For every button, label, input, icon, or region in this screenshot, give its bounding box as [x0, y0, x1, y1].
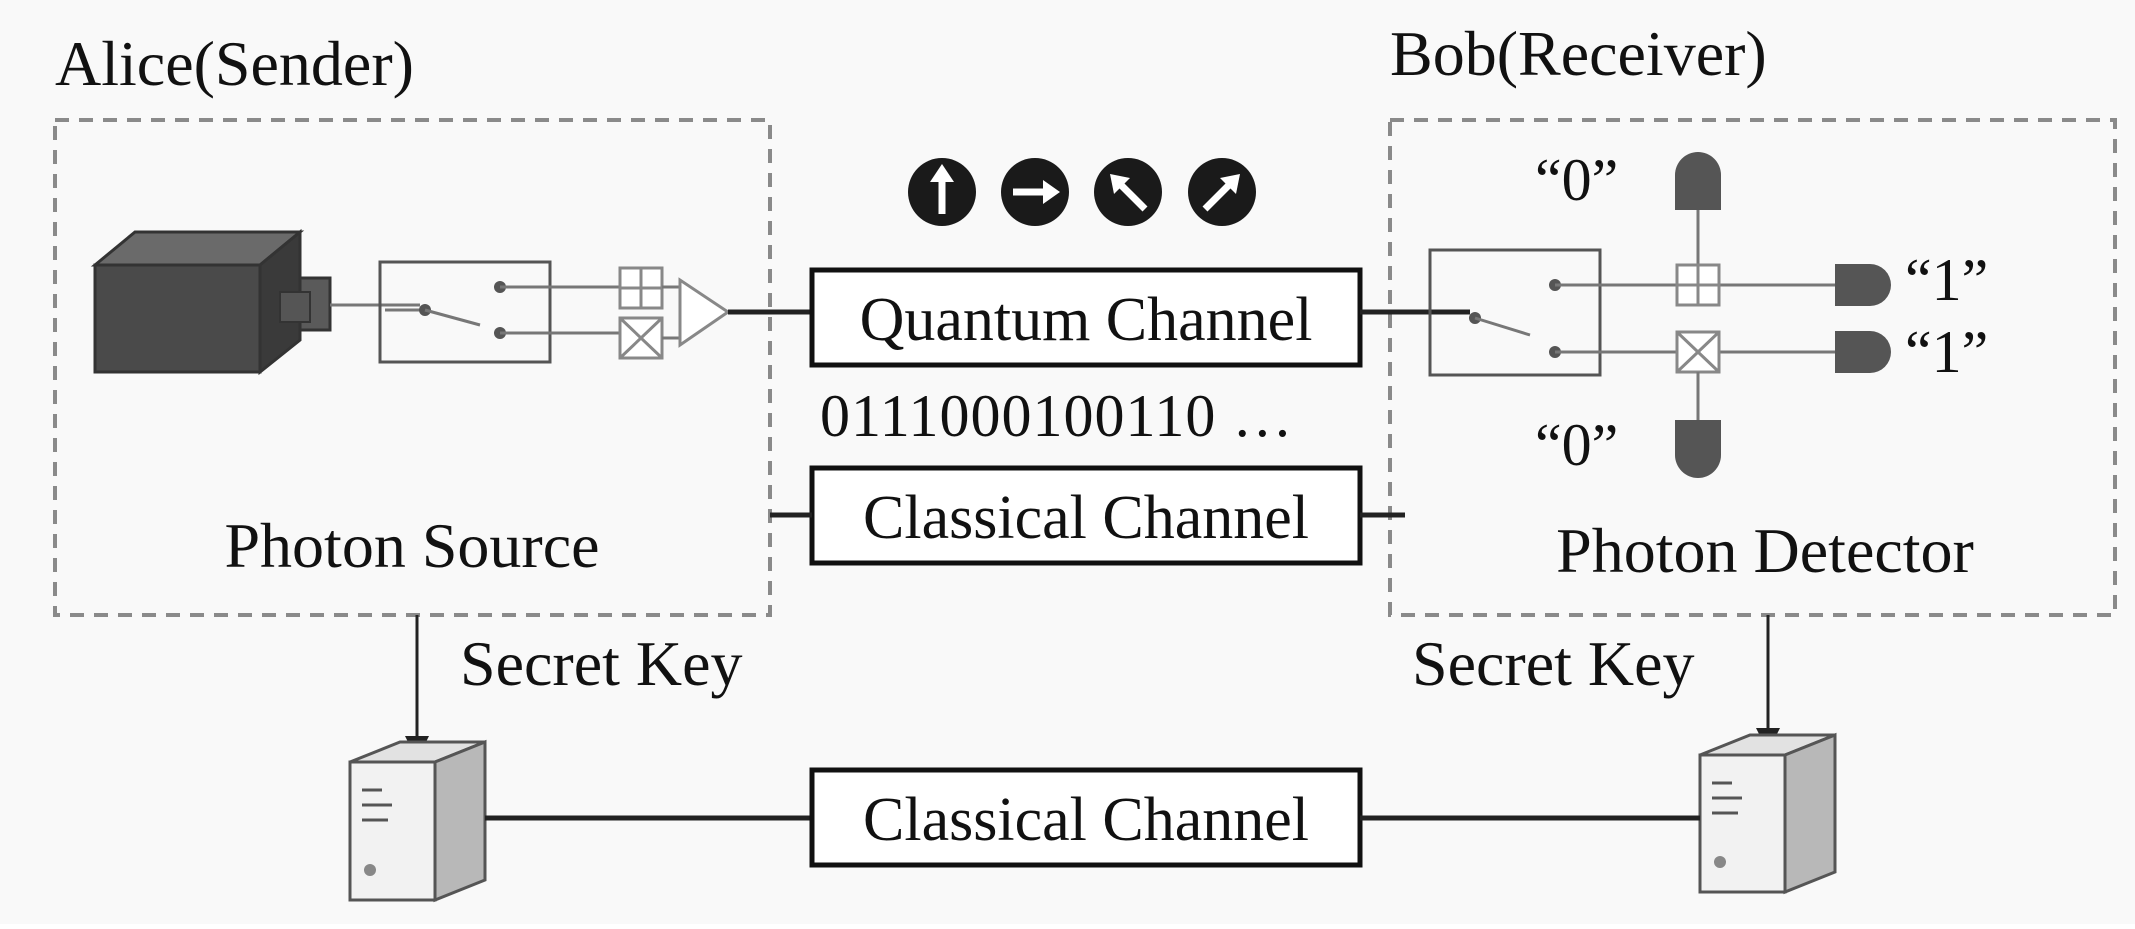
classical-channel-box-top — [809, 465, 1363, 566]
alice-enclosure — [53, 118, 772, 617]
classical-channel-label-bottom: Classical Channel — [863, 786, 1309, 854]
bob-rectilinear-polarizer-icon — [1675, 210, 1721, 307]
arrow-up-icon — [908, 158, 976, 226]
bit-string: 0111000100110 … — [820, 383, 1293, 449]
quantum-channel-label: Quantum Channel — [860, 286, 1313, 354]
detector-right-upper-icon — [1835, 264, 1891, 306]
quantum-channel-box — [809, 267, 1363, 368]
alice-switch-icon — [378, 260, 620, 364]
alice-beam-combiner-icon — [662, 277, 731, 348]
bob-title: Bob(Receiver) — [1390, 18, 1767, 89]
detector-output-right-lower: “1” — [1905, 319, 1988, 385]
arrow-diagonal-ur-icon — [1188, 158, 1256, 226]
laser-source-icon — [90, 228, 332, 376]
alice-diagonal-polarizer-icon — [618, 316, 664, 360]
bob-server-icon — [1698, 732, 1837, 895]
bob-diagonal-polarizer-icon — [1675, 330, 1721, 420]
detector-output-right-upper: “1” — [1905, 247, 1988, 313]
alice-server-icon — [348, 739, 487, 903]
alice-secret-key-label: Secret Key — [460, 628, 743, 699]
bob-switch-icon — [1428, 248, 1835, 377]
arrow-right-icon — [1001, 158, 1069, 226]
alice-rectilinear-polarizer-icon — [618, 266, 664, 310]
detector-top-icon — [1675, 152, 1721, 210]
bob-secret-key-arrow — [1756, 615, 1780, 752]
detector-output-top: “0” — [1535, 147, 1618, 213]
detector-output-bottom: “0” — [1535, 412, 1618, 478]
alice-title: Alice(Sender) — [55, 28, 414, 99]
bob-secret-key-label: Secret Key — [1412, 628, 1695, 699]
arrow-diagonal-ul-icon — [1094, 158, 1162, 226]
alice-secret-key-arrow — [405, 615, 429, 760]
detector-right-lower-icon — [1835, 331, 1891, 373]
bob-enclosure — [1388, 118, 2117, 617]
photon-detector-label: Photon Detector — [1556, 515, 1974, 586]
classical-channel-label-top: Classical Channel — [863, 484, 1309, 552]
detector-bottom-icon — [1675, 420, 1721, 478]
photon-source-label: Photon Source — [224, 510, 599, 581]
